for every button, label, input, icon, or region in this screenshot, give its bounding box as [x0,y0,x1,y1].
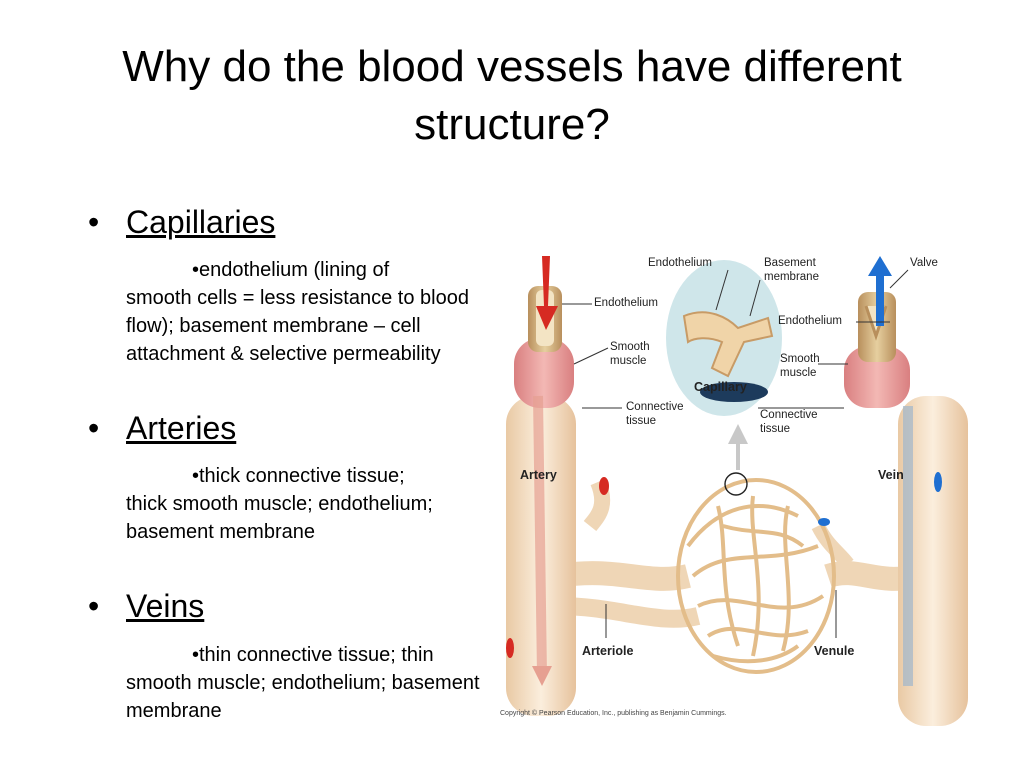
capillary-magnified [666,260,782,416]
label-endothelium-vein: Endothelium [778,315,842,327]
label-artery: Artery [520,468,557,482]
label-valve: Valve [910,257,938,269]
veins-description: •thin connective tissue; thin smooth mus… [126,641,496,725]
vein-vessel [818,292,968,726]
label-capillary: Capillary [694,380,747,394]
figure-labels: Endothelium Smooth muscle Connective tis… [498,246,968,726]
artery-vessel [506,286,609,716]
arteriole-tube [556,561,691,591]
bullet-dot: • [88,588,100,624]
bullet-label-veins: Veins [126,588,205,624]
slide-title: Why do the blood vessels have different … [122,42,902,149]
arrow-down-icon [536,256,558,330]
bullet-arteries: • Arteries [88,408,236,448]
bullet-capillaries: • Capillaries [88,202,275,242]
blood-vessel-illustration [506,256,968,726]
bullet-dot: • [88,204,100,240]
bullet-label-arteries: Arteries [126,410,237,446]
label-endothelium-artery: Endothelium [594,297,658,309]
capillaries-desc-rest: smooth cells = less resistance to blood … [126,287,469,365]
capillary-bed [676,478,836,674]
label-endothelium-capillary: Endothelium [648,257,712,269]
veins-desc-rest: smooth muscle; endothelium; basement mem… [126,672,480,722]
label-smooth-muscle-artery: Smooth muscle [610,341,650,367]
veins-desc-first: •thin connective tissue; thin [192,644,434,666]
label-connective-vein: Connective tissue [760,409,818,435]
arteries-description: •thick connective tissue; thick smooth m… [126,462,496,546]
capillary-highlight-circle [724,472,748,496]
venule-branch [811,522,854,569]
bullet-dot: • [88,410,100,446]
capillaries-description: •endothelium (lining of smooth cells = l… [126,256,496,368]
label-smooth-muscle-vein: Smooth muscle [780,353,820,379]
bullet-veins: • Veins [88,586,204,626]
label-basement-membrane: Basement membrane [764,257,819,283]
capillaries-desc-first: •endothelium (lining of [192,259,390,281]
arrow-up-icon [868,256,892,326]
label-arteriole: Arteriole [582,644,634,658]
blood-vessel-diagram: Endothelium Smooth muscle Connective tis… [498,246,968,726]
leader-lines [562,269,909,638]
copyright-notice: Copyright © Pearson Education, Inc., pub… [500,710,727,717]
arteries-desc-first: •thick connective tissue; [192,465,405,487]
label-connective-artery: Connective tissue [626,401,684,427]
magnify-arrow-icon [728,424,748,470]
arteries-desc-rest: thick smooth muscle; endothelium; baseme… [126,493,433,543]
bullet-label-capillaries: Capillaries [126,204,276,240]
label-vein: Vein [878,468,904,482]
label-venule: Venule [814,644,855,658]
